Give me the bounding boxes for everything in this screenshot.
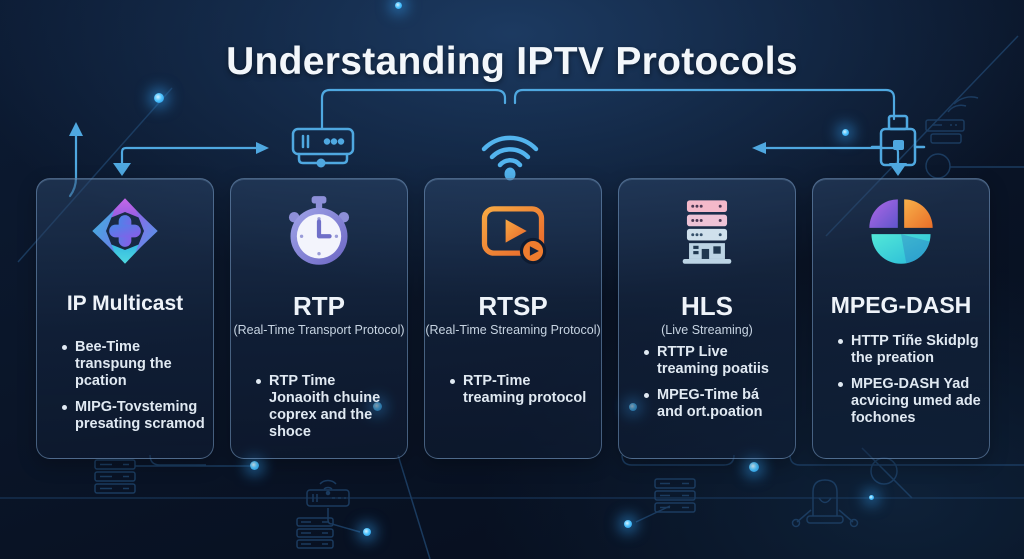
card-rtp: RTP (Real-Time Transport Protocol) RTP T… [230,178,408,459]
protocol-cards-row: IP Multicast Bee-Time transpung the pcat… [0,178,1024,461]
bracket-left [320,88,507,130]
server-stack-icon [669,193,745,269]
stopwatch-icon [281,193,357,269]
glow-dot [250,461,259,470]
glow-dot [395,2,402,9]
card-subtitle: (Real-Time Streaming Protocol) [425,323,601,338]
glow-dot [154,93,164,103]
bullet-item: MPEG-DASH Yad acvicing umed ade fochones [837,376,981,427]
deco-trace [789,454,1024,466]
bullet-item: MIPG-Tovsteming presating scramod [61,399,205,433]
card-bullets: RTP Time Jonaoith chuine coprex and the … [231,373,407,450]
media-box-icon [291,127,355,168]
multicast-icon [87,193,163,269]
card-ip-multicast: IP Multicast Bee-Time transpung the pcat… [36,178,214,459]
card-title: RTSP [478,291,548,321]
deco-router-icon [925,96,979,144]
bullet-item: Bee-Time transpung the pcation [61,339,205,390]
card-rtsp: RTSP (Real-Time Streaming Protocol) RTP-… [424,178,602,459]
card-bullets: RTTP Live treaming poatiis MPEG-Time bá … [619,344,795,430]
card-subtitle: (Live Streaming) [661,323,753,338]
deco-line [635,505,671,523]
bullet-item: HTTP Tiñe Skidplg the preation [837,333,981,367]
deco-trace [621,454,735,466]
bullet-item: MPEG-Time bá and ort.poation [643,387,787,421]
card-title: RTP [293,291,345,321]
deco-diagonal-line [397,454,431,559]
glow-dot [624,520,632,528]
card-title: MPEG-DASH [830,292,972,318]
card-hls: HLS (Live Streaming) RTTP Live treaming … [618,178,796,459]
elbow-left [120,146,258,165]
bracket-right [513,88,896,121]
card-bullets: Bee-Time transpung the pcation MIPG-Tovs… [37,339,213,442]
video-play-icon [475,193,551,269]
pie-chart-icon [863,193,939,269]
card-subtitle: (Real-Time Transport Protocol) [233,323,405,338]
glow-dot [842,129,849,136]
page-title: Understanding IPTV Protocols [226,40,798,83]
bullet-item: RTP-Time treaming protocol [449,373,593,407]
card-bullets: RTP-Time treaming protocol [425,373,601,416]
glow-dot [363,528,371,536]
card-mpeg-dash: MPEG-DASH HTTP Tiñe Skidplg the preation… [812,178,990,459]
bullet-item: RTP Time Jonaoith chuine coprex and the … [255,373,399,441]
deco-settop-box-icon [306,479,350,507]
receiver-icon [870,114,926,167]
card-bullets: HTTP Tiñe Skidplg the preation MPEG-DASH… [813,333,989,436]
card-title: IP Multicast [66,292,184,315]
up-arrow-icon [69,122,83,136]
deco-robot-icon [791,479,859,528]
deco-server-rack-icon [296,517,334,549]
deco-server-rack-icon [654,478,696,513]
elbow-right [764,146,900,165]
glow-dot [749,462,759,472]
deco-server-rack-icon [94,459,136,494]
glow-dot [869,495,874,500]
down-arrow-icon [113,163,131,176]
card-title: HLS [681,291,733,321]
bullet-item: RTTP Live treaming poatiis [643,344,787,378]
right-arrow-icon [256,142,269,154]
deco-line [327,508,361,533]
wifi-icon [481,135,539,181]
left-arrow-icon [752,142,766,154]
